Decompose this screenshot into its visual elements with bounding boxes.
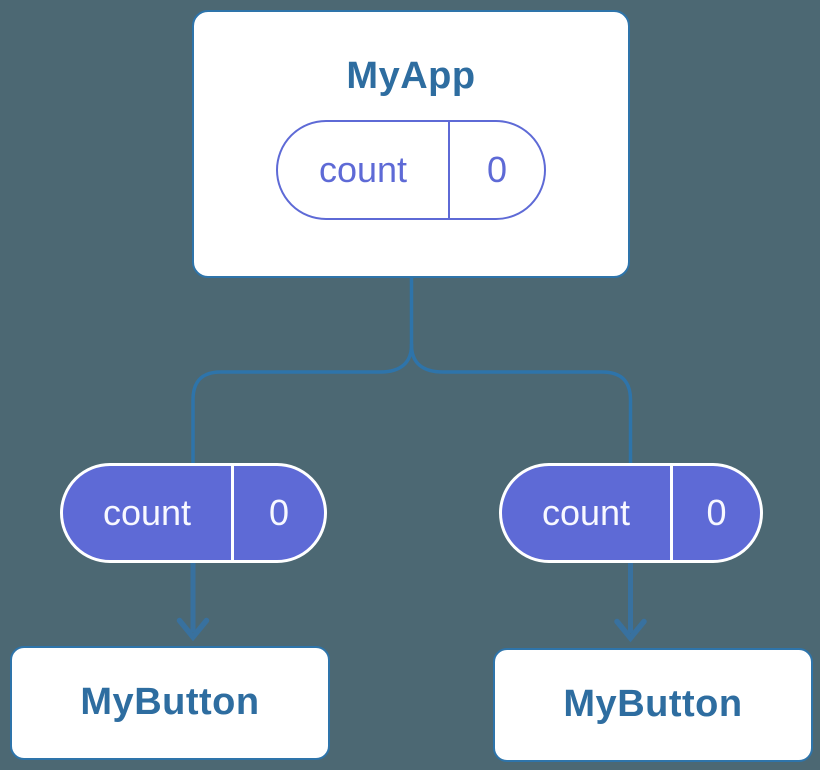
pill-divider: [231, 466, 234, 560]
pill-divider: [670, 466, 673, 560]
child-state-pill-right: count 0: [499, 463, 763, 563]
state-name: count: [541, 492, 631, 533]
state-value: 0: [706, 492, 727, 533]
state-value: 0: [268, 492, 290, 533]
child-component-title: MyButton: [563, 683, 743, 726]
branch-line-left: [191, 343, 414, 472]
state-value: 0: [486, 148, 508, 190]
branch-line-right: [409, 343, 633, 472]
arrow-down-icon-right: [614, 560, 647, 643]
state-name: count: [102, 492, 192, 533]
child-component-node-left: MyButton: [10, 646, 330, 760]
pill-divider: [448, 121, 450, 218]
child-component-node-right: MyButton: [493, 648, 813, 762]
root-component-title: MyApp: [346, 55, 476, 97]
root-component-node: MyApp count 0: [192, 10, 630, 278]
arrow-down-icon-left: [176, 560, 210, 642]
child-component-title: MyButton: [80, 681, 260, 724]
child-state-pill-left: count 0: [60, 463, 327, 563]
root-state-pill: count 0: [276, 119, 546, 220]
state-name: count: [318, 148, 408, 190]
